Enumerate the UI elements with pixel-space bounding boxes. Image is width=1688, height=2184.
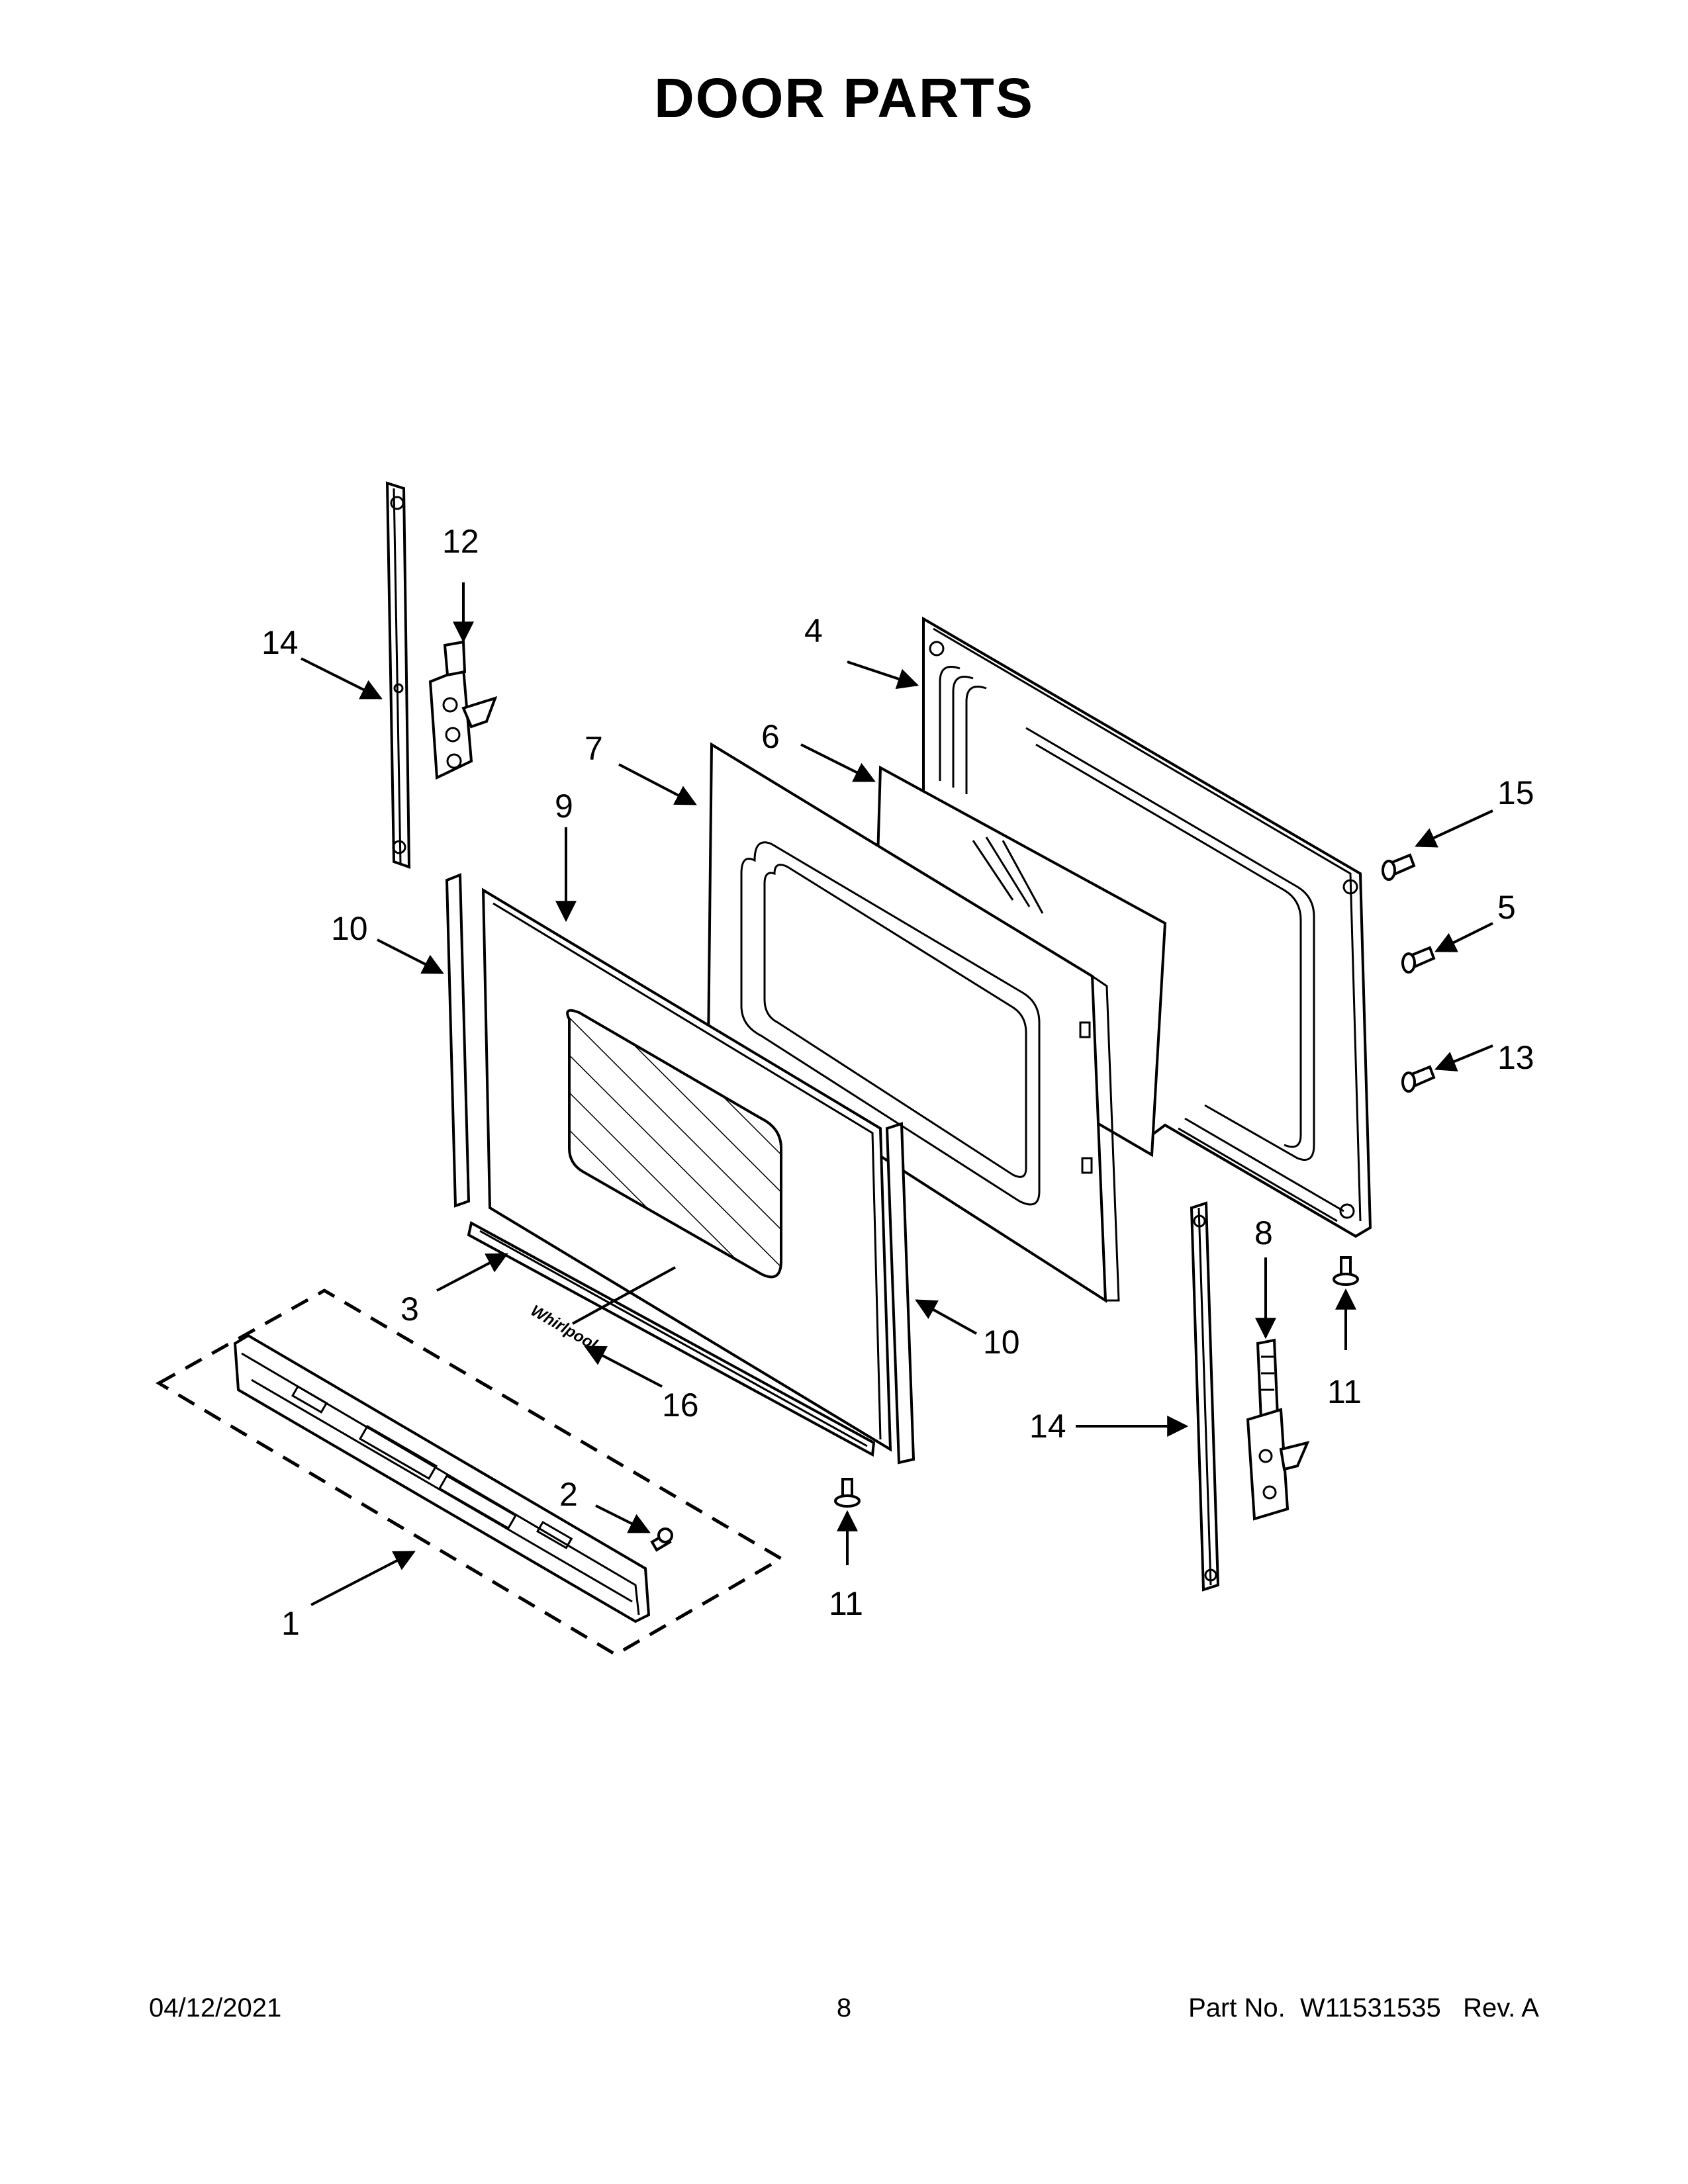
screw-part-13 [1401,1065,1436,1093]
part-number-label: Part No. [1188,1993,1286,2023]
revision-label: Rev. A [1463,1993,1539,2023]
footer-page-number: 8 [836,1993,852,2023]
callout-4: 4 [804,612,823,649]
page-title: DOOR PARTS [654,67,1034,129]
screw-part-11-left [834,1478,861,1508]
screw-part-15 [1382,853,1416,881]
callout-1: 1 [281,1605,300,1642]
outer-door-panel [481,887,892,1452]
hinge-receiver-right [1190,1201,1220,1592]
callout-9: 9 [555,788,573,825]
callout-13: 13 [1497,1039,1534,1076]
callout-14-left: 14 [261,624,299,661]
hinge-receiver-left [385,481,411,869]
callout-11-right: 11 [1327,1373,1362,1410]
brand-logo-text: Whirlpool [528,1302,600,1354]
door-trim-left [445,873,471,1208]
callout-11-left: 11 [829,1585,863,1622]
callout-labels: 14 12 4 6 7 9 10 15 5 13 3 10 16 2 1 11 … [261,523,1534,1642]
control-panel-handle [155,1289,784,1657]
hinge-left [428,640,498,780]
callout-3: 3 [400,1291,419,1328]
screw-part-2 [650,1527,673,1552]
hinge-right [1246,1338,1310,1521]
screw-part-5 [1401,946,1436,974]
door-frame [706,742,1120,1303]
door-vent-strip [467,1220,876,1457]
callout-12: 12 [442,523,479,560]
part-number-value: W11531535 [1300,1993,1441,2023]
callout-15: 15 [1497,774,1534,811]
screw-part-11-right [1333,1256,1359,1286]
leader-lines [301,582,1493,1606]
brand-logo-badge: Whirlpool [528,1302,600,1354]
callout-8: 8 [1254,1214,1273,1251]
callout-7: 7 [585,730,603,767]
callout-10-left: 10 [331,910,368,947]
callout-14-right: 14 [1029,1408,1066,1445]
callout-2: 2 [559,1476,578,1513]
callout-10-right: 10 [983,1324,1020,1361]
callout-5: 5 [1497,889,1516,926]
callout-16: 16 [662,1387,699,1424]
footer-date: 04/12/2021 [149,1993,282,2023]
door-trim-right [885,1122,915,1465]
callout-6: 6 [761,718,780,755]
footer-part-number: Part No. W11531535 Rev. A [1188,1993,1539,2023]
